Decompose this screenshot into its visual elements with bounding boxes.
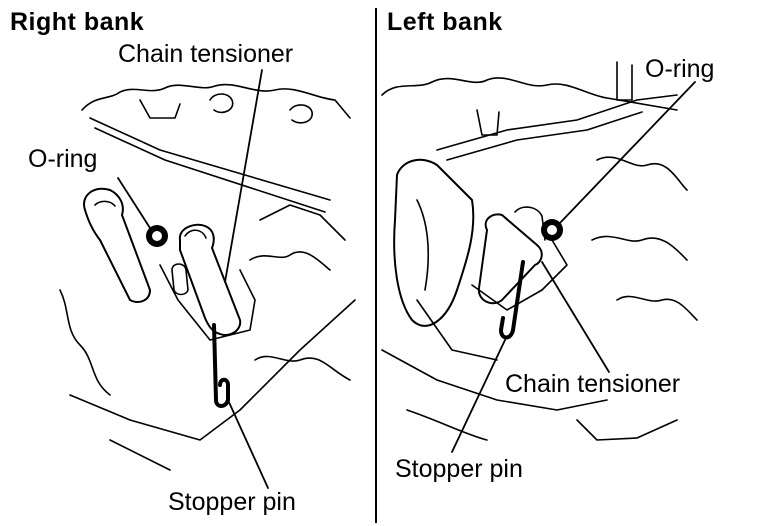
left-housing-detail bbox=[416, 199, 430, 291]
left-block-contour-4 bbox=[406, 409, 488, 441]
left-housing bbox=[393, 158, 475, 327]
left-cover-ridge bbox=[436, 94, 678, 151]
right-cover-bolt-1 bbox=[209, 93, 234, 114]
right-cam-cover-outline bbox=[81, 83, 351, 119]
right-hose bbox=[83, 187, 151, 303]
right-block-contour-2 bbox=[69, 299, 356, 441]
panel-divider bbox=[375, 8, 377, 523]
right-label-chain-tensioner: Chain tensioner bbox=[118, 40, 294, 68]
left-block-contour-7 bbox=[416, 299, 498, 361]
left-block-contour-6 bbox=[616, 295, 698, 321]
right-leader-chain-tensioner bbox=[224, 69, 263, 283]
left-cover-bracket bbox=[616, 61, 633, 101]
left-block-contour-5 bbox=[576, 419, 678, 441]
right-tensioner-flange bbox=[159, 264, 256, 341]
right-block-contour-5 bbox=[109, 439, 171, 471]
left-bank-title: Left bank bbox=[387, 8, 503, 36]
left-bank-panel: Left bank O-ring Chain tensioner Stopper… bbox=[377, 0, 768, 526]
left-tensioner-flange bbox=[471, 239, 568, 311]
right-block-contour-3 bbox=[249, 251, 331, 271]
left-tensioner-cap bbox=[514, 206, 546, 241]
left-label-o-ring: O-ring bbox=[645, 55, 715, 83]
right-block-contour-1 bbox=[59, 289, 111, 396]
right-label-stopper-pin: Stopper pin bbox=[168, 488, 296, 516]
right-bank-title: Right bank bbox=[10, 8, 145, 36]
right-bank-engine-drawing bbox=[59, 69, 356, 489]
left-block-contour-2 bbox=[591, 235, 688, 261]
right-block-contour-6 bbox=[259, 204, 346, 241]
right-small-bolt bbox=[171, 263, 189, 296]
left-cover-tab bbox=[476, 109, 500, 136]
right-label-o-ring: O-ring bbox=[28, 145, 98, 173]
left-o-ring-inner bbox=[547, 225, 557, 235]
right-leader-o-ring bbox=[117, 177, 151, 229]
left-cover-outline bbox=[381, 77, 678, 111]
left-label-stopper-pin: Stopper pin bbox=[395, 455, 523, 483]
left-label-chain-tensioner: Chain tensioner bbox=[505, 370, 681, 398]
right-cover-ridge bbox=[89, 117, 331, 201]
left-leader-o-ring bbox=[558, 81, 696, 225]
right-tensioner-cap bbox=[184, 229, 207, 239]
right-tensioner-body bbox=[178, 223, 242, 336]
right-o-ring-inner bbox=[152, 231, 162, 241]
left-tensioner-body bbox=[477, 213, 543, 305]
left-bank-engine-drawing bbox=[381, 61, 698, 453]
right-block-contour-4 bbox=[254, 355, 351, 381]
left-cover-ridge-2 bbox=[446, 111, 643, 161]
left-stopper-pin bbox=[499, 260, 525, 340]
left-block-contour-1 bbox=[596, 156, 688, 191]
left-leader-stopper-pin bbox=[451, 339, 506, 453]
right-leader-stopper-pin bbox=[227, 399, 269, 489]
left-block-contour-3 bbox=[381, 349, 608, 411]
right-cover-tab bbox=[139, 99, 181, 119]
right-hose-band bbox=[94, 200, 116, 207]
right-cover-ridge-2 bbox=[94, 127, 326, 213]
right-bank-panel: Right bank Chain tensioner O-ring Stoppe… bbox=[0, 0, 375, 526]
left-leader-chain-tensioner bbox=[541, 261, 610, 373]
right-cover-bolt-2 bbox=[289, 104, 313, 124]
